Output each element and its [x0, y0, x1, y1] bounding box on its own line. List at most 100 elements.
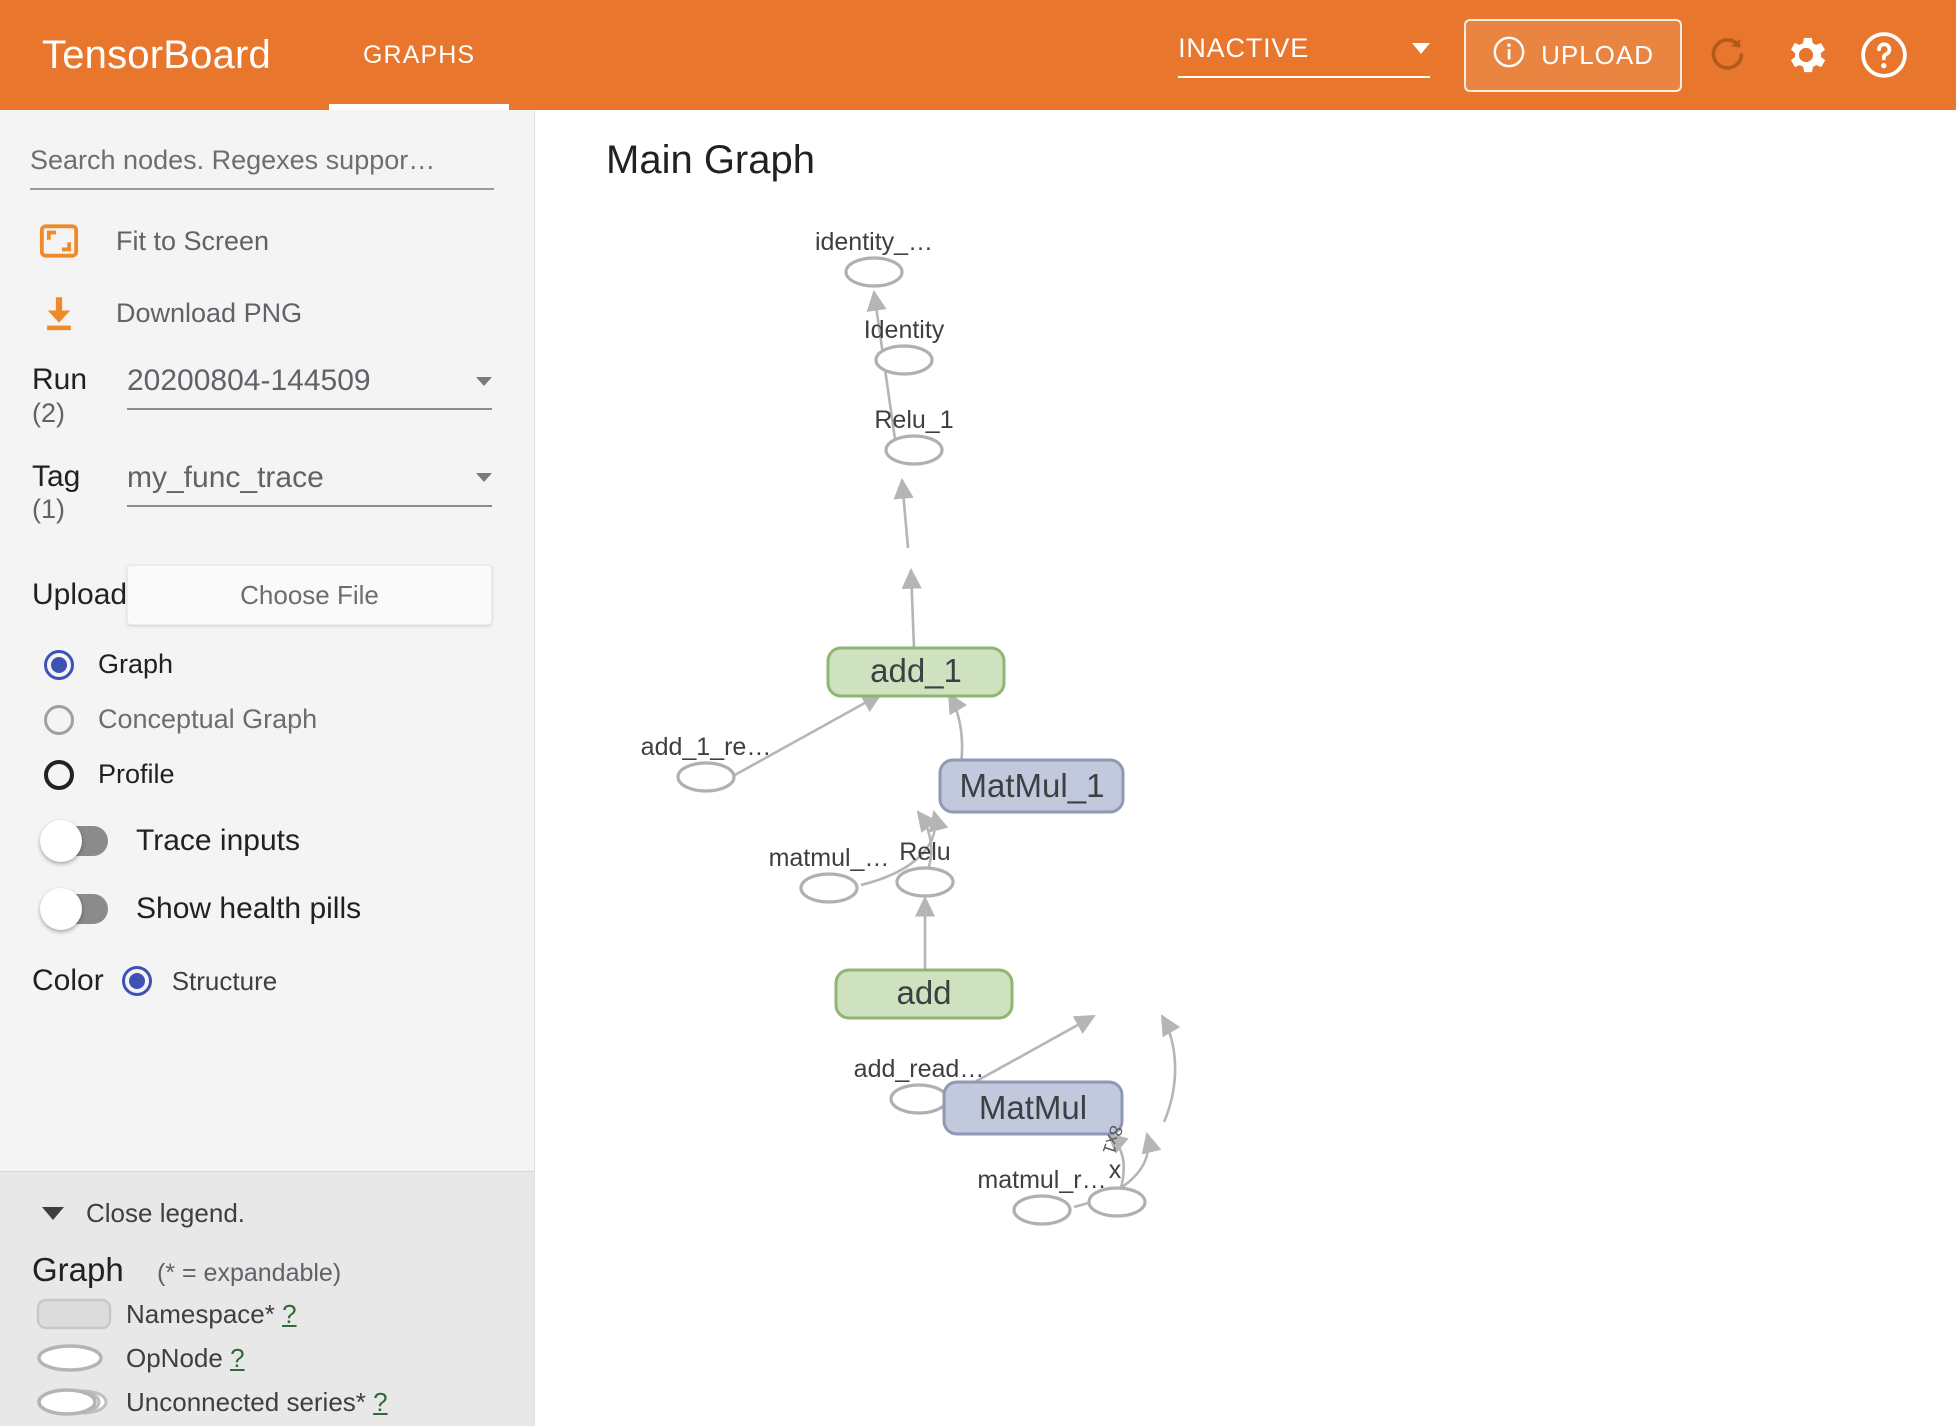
node-add-1[interactable]: add_1: [826, 646, 1006, 698]
edge-x-to-matmul: [1106, 1132, 1129, 1189]
edge-relu-to-matmul1: [916, 810, 938, 871]
radio-color-structure-indicator[interactable]: [121, 966, 152, 997]
run-value: 20200804-144509: [127, 364, 371, 397]
node-matmul-1[interactable]: MatMul_1: [938, 758, 1125, 814]
upload-label: Upload: [32, 578, 128, 612]
node-identity-label: Identity: [864, 316, 945, 344]
run-label: Run: [32, 363, 88, 396]
chevron-down-icon: [476, 376, 492, 386]
gear-icon[interactable]: [1774, 23, 1838, 87]
node-matmul[interactable]: MatMul: [942, 1080, 1124, 1136]
node-add-1-label: add_1: [870, 652, 962, 689]
graph-edges: [732, 289, 1181, 1209]
fit-to-screen-icon: [32, 220, 86, 262]
fit-to-screen-label: Fit to Screen: [116, 225, 270, 256]
radio-color-structure-label: Structure: [171, 965, 278, 996]
edge-add1-to-relu1: [901, 567, 922, 649]
namespace-swatch-icon: [36, 1297, 126, 1331]
tag-count: (1): [32, 494, 65, 525]
color-row: Color Structure: [32, 964, 534, 998]
run-selector-row: Run (2) 20200804-144509: [32, 364, 534, 431]
upload-button[interactable]: UPLOAD: [1464, 18, 1682, 92]
toggle-show-health-pills-switch: [40, 888, 108, 931]
node-matmul-r-label: matmul_r…: [977, 1166, 1106, 1194]
node-x[interactable]: [1087, 1186, 1147, 1218]
legend-note: (* = expandable): [157, 1259, 342, 1287]
app-header: TensorBoard GRAPHS INACTIVE UPLOAD: [0, 0, 1956, 110]
toggle-show-health-pills[interactable]: Show health pills: [40, 888, 534, 931]
refresh-icon[interactable]: [1696, 23, 1760, 87]
node-add-1-read-label: add_1_re…: [641, 733, 772, 761]
tag-value: my_func_trace: [127, 460, 324, 494]
radio-profile[interactable]: Profile: [44, 759, 534, 790]
node-relu-1-label: Relu_1: [874, 406, 953, 434]
tab-graphs[interactable]: GRAPHS: [329, 0, 510, 110]
node-relu[interactable]: Relu: [895, 838, 955, 898]
chevron-down-icon: [476, 473, 492, 483]
info-icon: [1492, 35, 1526, 76]
help-link[interactable]: ?: [373, 1386, 388, 1417]
run-label-col: Run (2): [32, 364, 127, 431]
legend-item-opnode: OpNode ?: [36, 1339, 534, 1377]
edge-matmul-to-add: [1160, 1014, 1181, 1123]
node-add[interactable]: add: [834, 968, 1014, 1020]
upload-button-label: UPLOAD: [1541, 39, 1654, 70]
toggle-trace-inputs-label: Trace inputs: [136, 824, 300, 858]
tag-label-col: Tag (1): [32, 461, 127, 528]
legend-header: Graph (* = expandable): [32, 1251, 534, 1289]
search-input[interactable]: [30, 145, 494, 190]
node-identity-out-label: identity_…: [815, 228, 933, 256]
tag-label: Tag: [32, 459, 81, 493]
run-count: (2): [32, 397, 65, 428]
color-label: Color: [32, 964, 104, 998]
graph-canvas[interactable]: Main Graph: [536, 110, 1956, 1426]
node-identity[interactable]: Identity: [864, 316, 945, 376]
graph-nodes: identity_… Identity Relu_1 add_1: [641, 228, 1147, 1226]
node-add-label: add: [896, 974, 951, 1011]
legend-panel: Close legend. Graph (* = expandable) Nam…: [0, 1171, 534, 1426]
edge-label-x: x: [1109, 1156, 1122, 1184]
help-link[interactable]: ?: [230, 1342, 245, 1373]
tag-dropdown[interactable]: my_func_trace: [127, 461, 492, 507]
edge-add1read-to-add1: [732, 692, 883, 778]
close-legend-button[interactable]: Close legend.: [42, 1198, 534, 1229]
radio-graph-label: Graph: [98, 649, 174, 680]
radio-graph[interactable]: Graph: [44, 649, 534, 680]
header-actions: INACTIVE UPLOAD: [1178, 18, 1956, 92]
search-container: [30, 145, 494, 190]
node-matmul-read[interactable]: matmul_…: [769, 844, 890, 904]
radio-conceptual-graph[interactable]: Conceptual Graph: [44, 704, 534, 735]
legend-item-unconnected-series-label: Unconnected series*: [126, 1386, 366, 1417]
run-dropdown[interactable]: 20200804-144509: [127, 364, 492, 410]
toggle-trace-inputs[interactable]: Trace inputs: [40, 820, 534, 863]
radio-profile-label: Profile: [98, 759, 175, 790]
node-add-read-label: add_read…: [854, 1055, 985, 1083]
node-matmul-r[interactable]: matmul_r…: [977, 1166, 1107, 1226]
download-icon: [32, 292, 86, 334]
help-link[interactable]: ?: [282, 1298, 297, 1329]
radio-profile-indicator: [44, 759, 74, 790]
node-identity-out[interactable]: identity_…: [815, 228, 933, 288]
help-icon[interactable]: [1852, 23, 1916, 87]
graph-svg[interactable]: identity_… Identity Relu_1 add_1: [536, 110, 1956, 1426]
radio-graph-indicator: [44, 649, 74, 680]
fit-to-screen-button[interactable]: Fit to Screen: [32, 220, 534, 262]
node-matmul-read-label: matmul_…: [769, 844, 890, 872]
toggle-show-health-pills-label: Show health pills: [136, 892, 362, 926]
sidebar: Fit to Screen Download PNG Run (2) 20200…: [0, 110, 535, 1426]
node-add-1-read[interactable]: add_1_re…: [641, 733, 772, 793]
download-png-button[interactable]: Download PNG: [32, 292, 534, 334]
node-relu-label: Relu: [899, 838, 950, 866]
legend-item-namespace: Namespace* ?: [36, 1295, 534, 1333]
radio-conceptual-graph-indicator: [44, 704, 74, 735]
node-relu-1[interactable]: Relu_1: [874, 406, 954, 466]
app-brand: TensorBoard: [42, 32, 271, 77]
node-matmul-1-label: MatMul_1: [960, 767, 1105, 804]
chevron-down-icon: [42, 1207, 64, 1220]
tag-selector-row: Tag (1) my_func_trace: [32, 461, 534, 528]
legend-item-namespace-label: Namespace*: [126, 1298, 275, 1329]
node-add-read[interactable]: add_read…: [854, 1055, 985, 1115]
run-state-dropdown[interactable]: INACTIVE: [1178, 33, 1431, 78]
choose-file-button[interactable]: Choose File: [127, 565, 492, 626]
toggle-trace-inputs-switch: [40, 820, 108, 863]
